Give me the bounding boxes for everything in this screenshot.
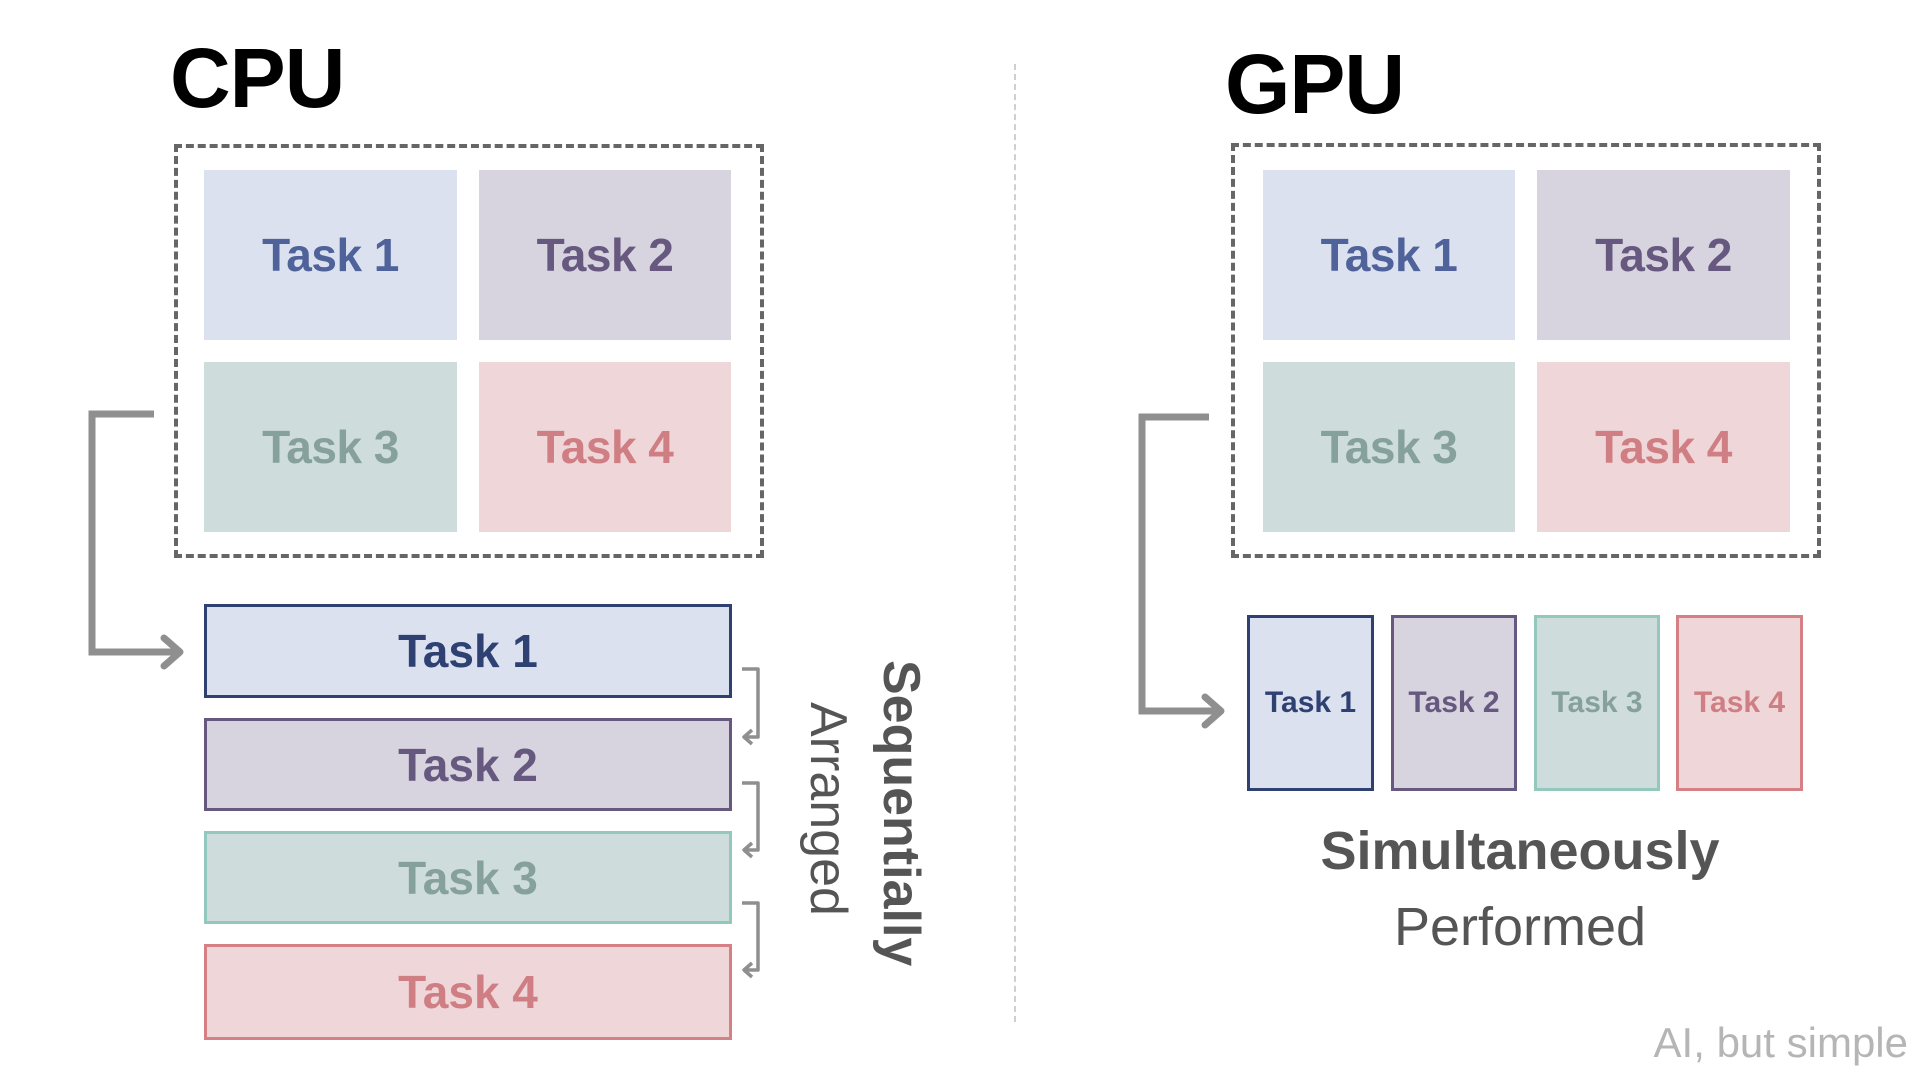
gpu-grid-task-4: Task 4: [1537, 362, 1790, 532]
sequence-step-arrow-1: [742, 667, 760, 746]
cpu-grid-task-2: Task 2: [479, 170, 731, 340]
cpu-title: CPU: [170, 31, 345, 125]
gpu-dispatch-arrow: [1138, 413, 1217, 715]
sequence-step-arrow-3: [742, 901, 760, 979]
cpu-dispatch-arrow: [88, 410, 176, 656]
cpu-grid-task-4: Task 4: [479, 362, 731, 532]
cpu-grid-task-3: Task 3: [204, 362, 457, 532]
sequence-step-arrow-2: [742, 781, 760, 859]
cpu-sequence-task-4: Task 4: [204, 944, 732, 1040]
gpu-parallel-task-1: Task 1: [1247, 615, 1374, 791]
gpu-caption-bold: Simultaneously: [1320, 821, 1720, 881]
gpu-title: GPU: [1225, 37, 1405, 131]
cpu-sequence-task-1: Task 1: [204, 604, 732, 698]
watermark: AI, but simple: [1653, 1019, 1908, 1066]
gpu-parallel-task-4: Task 4: [1676, 615, 1803, 791]
cpu-dispatch-arrowhead: [160, 634, 184, 670]
cpu-task-pool: [174, 144, 764, 558]
cpu-sequence-task-3: Task 3: [204, 831, 732, 924]
gpu-caption-regular: Performed: [1393, 897, 1647, 957]
gpu-grid-task-2: Task 2: [1537, 170, 1790, 340]
gpu-dispatch-arrowhead: [1201, 693, 1225, 729]
gpu-parallel-task-3: Task 3: [1534, 615, 1660, 791]
cpu-caption-bold: Sequentially: [872, 660, 930, 967]
section-divider: [1014, 64, 1016, 1022]
gpu-task-pool: [1231, 143, 1821, 558]
gpu-grid-task-1: Task 1: [1263, 170, 1515, 340]
cpu-sequence-task-2: Task 2: [204, 718, 732, 811]
cpu-caption-regular: Arranged: [799, 702, 857, 916]
gpu-grid-task-3: Task 3: [1263, 362, 1515, 532]
gpu-parallel-task-2: Task 2: [1391, 615, 1517, 791]
cpu-grid-task-1: Task 1: [204, 170, 457, 340]
